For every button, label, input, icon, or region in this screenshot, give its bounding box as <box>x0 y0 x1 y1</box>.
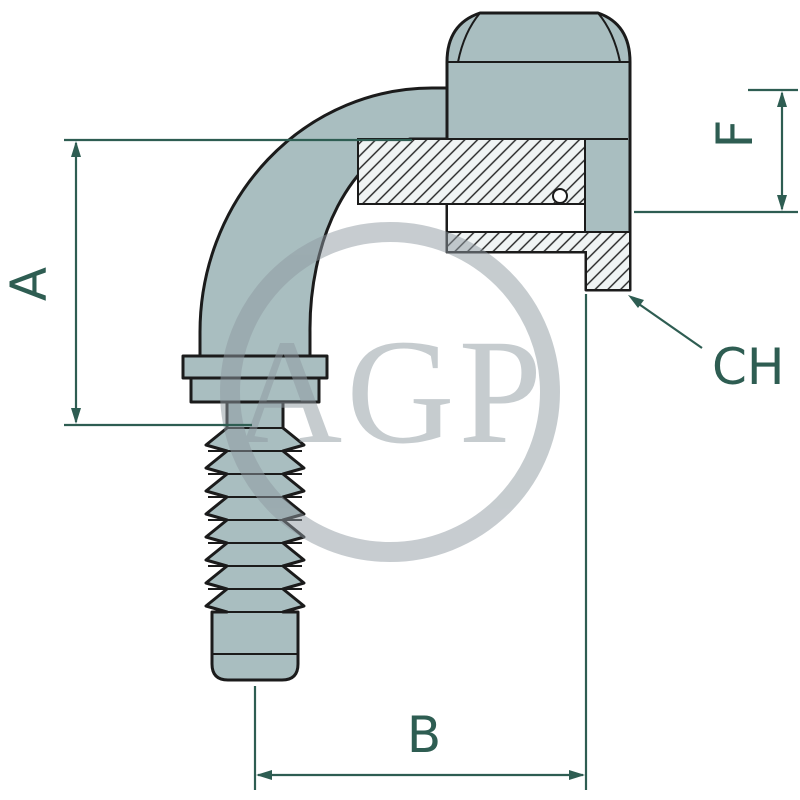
arrowhead-right <box>569 770 585 780</box>
leader-line <box>635 301 703 349</box>
dimension-b: B <box>253 294 588 790</box>
annotation-ch: CH <box>628 295 785 396</box>
arrowhead-down <box>777 195 787 211</box>
arrowhead-up <box>71 141 81 157</box>
nut-chamfer-curve-right <box>597 12 621 63</box>
arrowhead-down <box>71 408 81 424</box>
watermark-circle <box>220 222 560 562</box>
barb-rib-lines <box>208 427 302 655</box>
nut-chamfer-curve-left <box>457 12 481 63</box>
watermark-text: AGP <box>234 309 546 475</box>
seal-ball-detail <box>552 188 568 204</box>
dimension-f-label: F <box>706 120 764 149</box>
dimension-f: F <box>634 88 798 214</box>
elbow-fitting <box>181 11 632 682</box>
arrowhead <box>628 295 644 308</box>
dimension-a-label: A <box>0 267 58 301</box>
nipple-section-hatch <box>357 138 586 205</box>
bore-cavity <box>446 203 586 233</box>
dimension-a: A <box>0 138 412 427</box>
watermark: AGP <box>220 222 560 562</box>
collar-ring-lower <box>189 376 321 404</box>
arrowhead-left <box>256 770 272 780</box>
dimension-b-label: B <box>407 706 441 764</box>
arrowhead-up <box>777 91 787 107</box>
dimension-ch-label: CH <box>712 338 785 396</box>
